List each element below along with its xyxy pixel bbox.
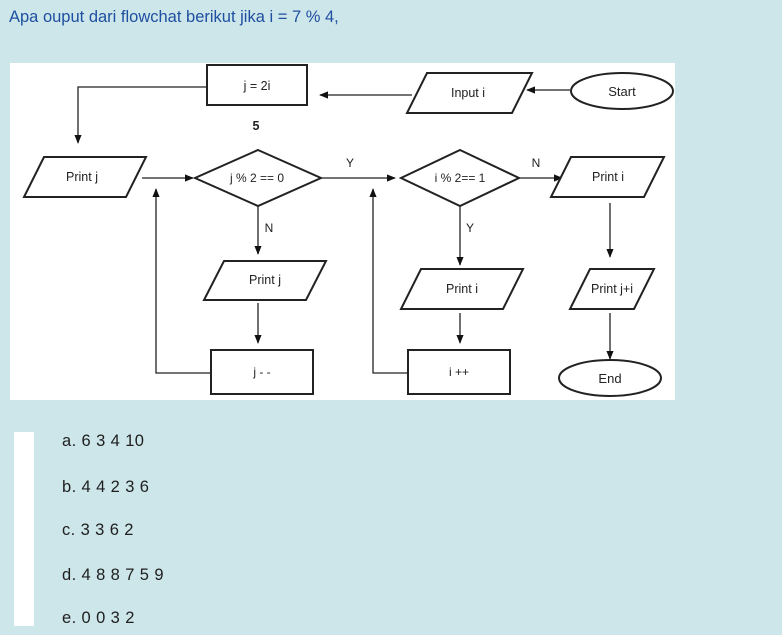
print-j-left-label: Print j bbox=[66, 170, 98, 184]
flowchart-diagram: Start Input i j = 2i 5 Print j j % 2 == … bbox=[22, 64, 674, 397]
decrement-j-box bbox=[210, 349, 314, 395]
print-j-mid-shape bbox=[202, 260, 328, 301]
note-5-label: 5 bbox=[253, 119, 260, 133]
arrow-assign-to-printj bbox=[74, 86, 206, 144]
cond-i-diamond bbox=[398, 148, 522, 208]
cond-i-yes-label: Y bbox=[466, 221, 474, 235]
print-i-right-shape bbox=[549, 156, 666, 198]
print-i-mid-shape bbox=[399, 268, 525, 310]
option-b-label: b. 4 4 2 3 6 bbox=[62, 477, 150, 496]
option-b[interactable]: b. 4 4 2 3 6 bbox=[14, 472, 149, 502]
increment-i-label: i ++ bbox=[449, 365, 469, 379]
option-e-label: e. 0 0 3 2 bbox=[62, 608, 135, 627]
input-i-label: Input i bbox=[451, 86, 485, 100]
loop-decrement-back bbox=[152, 188, 211, 374]
print-j-plus-i-shape bbox=[568, 268, 656, 310]
option-d[interactable]: d. 4 8 8 7 5 9 bbox=[14, 560, 164, 590]
cond-j-no-label: N bbox=[265, 221, 274, 235]
print-j-left-shape bbox=[22, 156, 148, 198]
assign-j-label: j = 2i bbox=[243, 79, 271, 93]
cond-i-no-label: N bbox=[532, 156, 541, 170]
option-c[interactable]: c. 3 3 6 2 bbox=[14, 515, 134, 545]
cond-j-diamond bbox=[192, 148, 324, 208]
input-i-shape bbox=[405, 72, 534, 114]
option-a[interactable]: a. 6 3 4 10 bbox=[14, 426, 144, 456]
option-d-label: d. 4 8 8 7 5 9 bbox=[62, 565, 164, 584]
print-j-plus-i-label: Print j+i bbox=[591, 282, 633, 296]
assign-j-box bbox=[206, 64, 308, 106]
cond-j-label: j % 2 == 0 bbox=[229, 171, 284, 185]
option-c-label: c. 3 3 6 2 bbox=[62, 520, 134, 539]
end-label: End bbox=[598, 371, 621, 386]
option-e[interactable]: e. 0 0 3 2 bbox=[14, 603, 135, 633]
decrement-j-label: j - - bbox=[252, 365, 270, 379]
start-label: Start bbox=[608, 84, 636, 99]
end-terminal bbox=[558, 359, 662, 397]
print-j-mid-label: Print j bbox=[249, 273, 281, 287]
increment-i-box bbox=[407, 349, 511, 395]
flowchart-image: Start Input i j = 2i 5 Print j j % 2 == … bbox=[10, 63, 675, 400]
start-terminal bbox=[570, 72, 674, 110]
answer-options-panel bbox=[14, 432, 34, 626]
loop-increment-back bbox=[369, 188, 408, 374]
question-text: Apa ouput dari flowchat berikut jika i =… bbox=[9, 8, 339, 26]
print-i-right-label: Print i bbox=[592, 170, 624, 184]
cond-i-label: i % 2== 1 bbox=[435, 171, 486, 185]
option-a-label: a. 6 3 4 10 bbox=[62, 431, 145, 450]
print-i-mid-label: Print i bbox=[446, 282, 478, 296]
cond-j-yes-label: Y bbox=[346, 156, 354, 170]
